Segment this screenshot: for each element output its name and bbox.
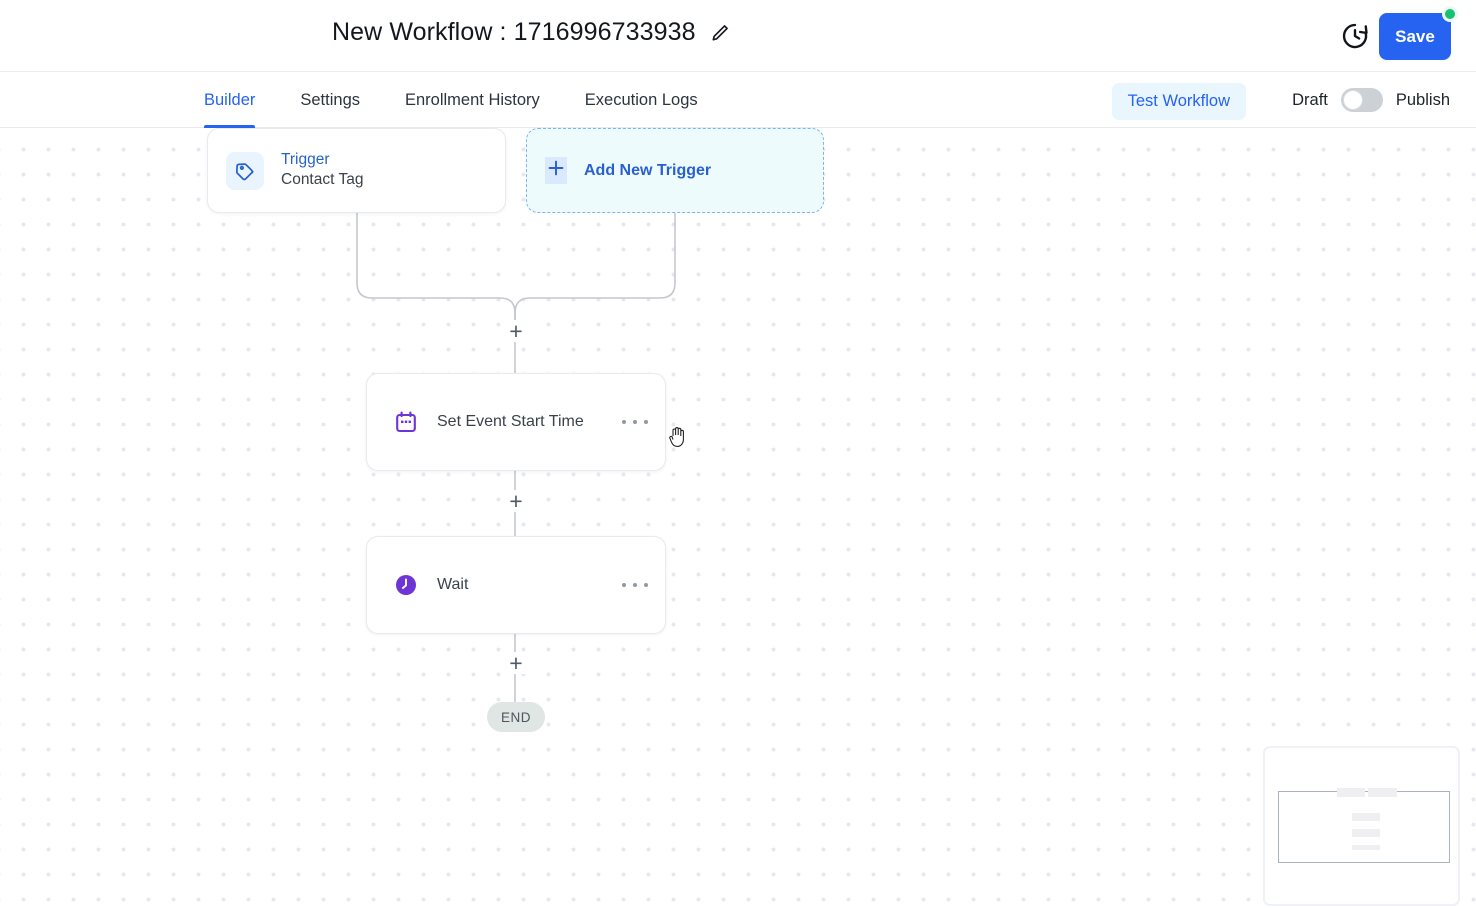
- tab-settings[interactable]: Settings: [300, 72, 360, 128]
- add-new-trigger-card[interactable]: Add New Trigger: [526, 128, 824, 213]
- node-wait[interactable]: Wait: [366, 536, 666, 634]
- tab-builder-label: Builder: [204, 90, 256, 109]
- tab-execution-logs[interactable]: Execution Logs: [585, 72, 698, 128]
- minimap-node: [1368, 788, 1397, 797]
- publish-toggle-group: Draft Publish: [1292, 88, 1450, 112]
- connector-wires: [356, 129, 676, 702]
- calendar-icon-container: [393, 409, 419, 435]
- grab-cursor: [669, 427, 684, 447]
- pencil-icon[interactable]: [710, 23, 730, 43]
- plus-icon: [548, 160, 564, 176]
- tag-icon-container: [226, 151, 264, 190]
- minimap-node: [1337, 788, 1365, 797]
- node-label-wait: Wait: [437, 576, 469, 593]
- canvas-minimap[interactable]: [1263, 746, 1460, 906]
- tab-execution-logs-label: Execution Logs: [584, 90, 698, 109]
- minimap-node: [1352, 845, 1380, 850]
- add-new-trigger-label: Add New Trigger: [584, 161, 712, 179]
- add-step-button-3[interactable]: +: [505, 650, 527, 676]
- clock-icon-container: [393, 572, 419, 598]
- publish-toggle[interactable]: [1340, 88, 1383, 112]
- workflow-title-area: New Workflow : 1716996733938: [332, 18, 730, 47]
- page-title: New Workflow : 1716996733938: [332, 18, 696, 46]
- save-status-badge: [1442, 6, 1458, 22]
- top-bar: New Workflow : 1716996733938 Save: [0, 0, 1476, 72]
- minimap-viewport[interactable]: [1278, 788, 1450, 863]
- tab-builder[interactable]: Builder: [204, 72, 256, 128]
- clock-history-icon[interactable]: [1340, 21, 1370, 51]
- trigger-title: Trigger: [281, 151, 330, 168]
- tag-icon: [235, 162, 254, 180]
- workflow-canvas[interactable]: Trigger Contact Tag Add New Trigger + + …: [0, 128, 1476, 908]
- publish-label: Publish: [1395, 90, 1450, 109]
- menu-dot: [622, 583, 626, 587]
- minimap-node: [1352, 829, 1380, 837]
- add-step-button-2[interactable]: +: [505, 488, 527, 514]
- tab-bar: Builder Settings Enrollment History Exec…: [0, 72, 1476, 128]
- end-node: END: [487, 702, 545, 732]
- menu-dot: [644, 420, 648, 424]
- trigger-node[interactable]: Trigger Contact Tag: [207, 128, 506, 213]
- menu-dot: [633, 583, 637, 587]
- node-label-set-event-start-time: Set Event Start Time: [437, 413, 584, 430]
- tab-enrollment-history-label: Enrollment History: [405, 90, 540, 109]
- menu-dot: [622, 420, 626, 424]
- add-step-glyph-1: +: [509, 318, 523, 344]
- save-button[interactable]: Save: [1379, 13, 1451, 60]
- add-step-glyph-2: +: [509, 488, 523, 514]
- clock-icon: [396, 575, 416, 595]
- end-label: END: [500, 709, 531, 725]
- menu-dot: [644, 583, 648, 587]
- node-menu-wait[interactable]: [622, 575, 648, 595]
- calendar-icon: [396, 411, 416, 433]
- tab-settings-label: Settings: [300, 90, 360, 109]
- trigger-texts: Trigger Contact Tag: [281, 150, 363, 191]
- minimap-node: [1352, 813, 1380, 821]
- menu-dot: [633, 420, 637, 424]
- node-menu-set-event-start-time[interactable]: [622, 412, 648, 432]
- toggle-knob: [1342, 90, 1363, 110]
- test-workflow-button[interactable]: Test Workflow: [1111, 83, 1246, 120]
- trigger-subtitle: Contact Tag: [281, 171, 364, 188]
- tab-list: Builder Settings Enrollment History Exec…: [204, 72, 743, 128]
- node-set-event-start-time[interactable]: Set Event Start Time: [366, 373, 666, 471]
- draft-label: Draft: [1292, 90, 1328, 109]
- add-step-glyph-3: +: [509, 650, 523, 676]
- tab-enrollment-history[interactable]: Enrollment History: [405, 72, 540, 128]
- add-trigger-icon-container: [545, 157, 567, 184]
- add-step-button-1[interactable]: +: [505, 318, 527, 344]
